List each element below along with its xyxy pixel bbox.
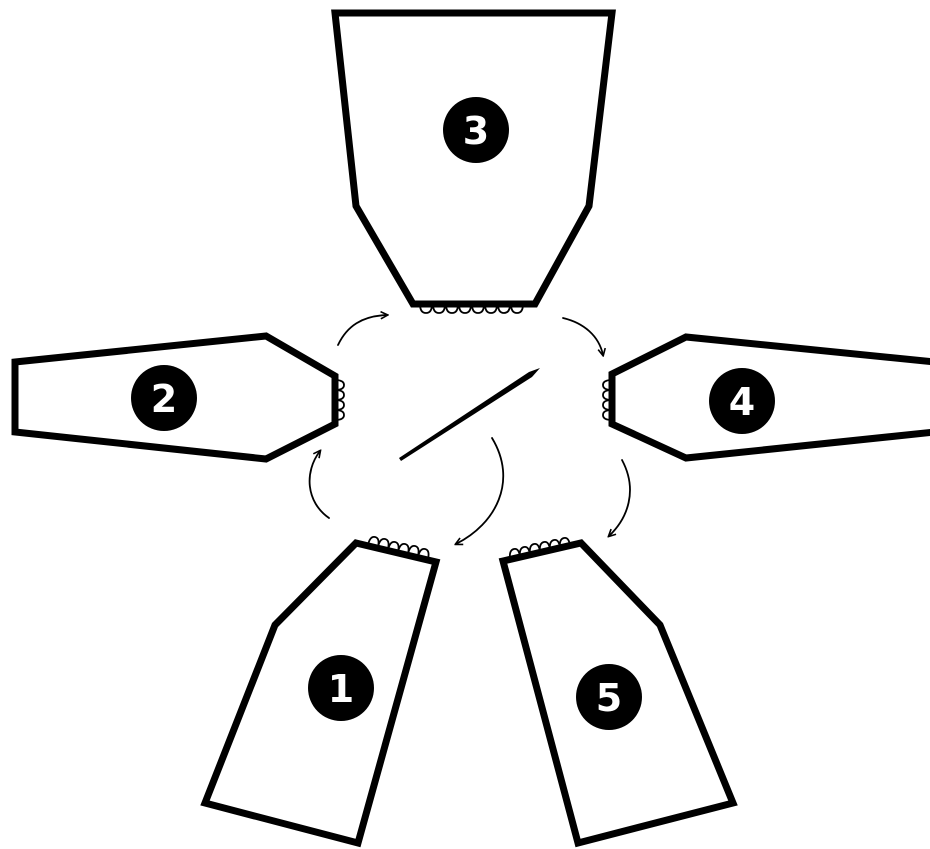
piece-2: 2 bbox=[15, 336, 344, 459]
piece-number: 3 bbox=[463, 109, 489, 153]
piece-1: 1 bbox=[205, 537, 436, 843]
piece-3: 3 bbox=[335, 13, 612, 313]
piece-5: 5 bbox=[503, 538, 733, 843]
piece-badge: 1 bbox=[308, 655, 374, 721]
piece-number: 2 bbox=[151, 377, 177, 421]
arrow-center-to-1 bbox=[456, 438, 503, 544]
needle-icon bbox=[399, 368, 540, 461]
arrow-1-to-2 bbox=[310, 451, 329, 518]
arrow-3-to-4 bbox=[563, 318, 603, 355]
piece-badge: 4 bbox=[709, 368, 775, 434]
piece-number: 5 bbox=[596, 676, 622, 720]
piece-badge: 2 bbox=[131, 365, 197, 431]
arrow-4-to-5 bbox=[609, 460, 630, 536]
piece-4: 4 bbox=[603, 337, 930, 458]
piece-number: 4 bbox=[729, 380, 755, 424]
piece-number: 1 bbox=[328, 667, 354, 711]
piece-badge: 5 bbox=[576, 664, 642, 730]
piece-badge: 3 bbox=[443, 97, 509, 163]
arrow-2-to-3 bbox=[338, 315, 387, 345]
